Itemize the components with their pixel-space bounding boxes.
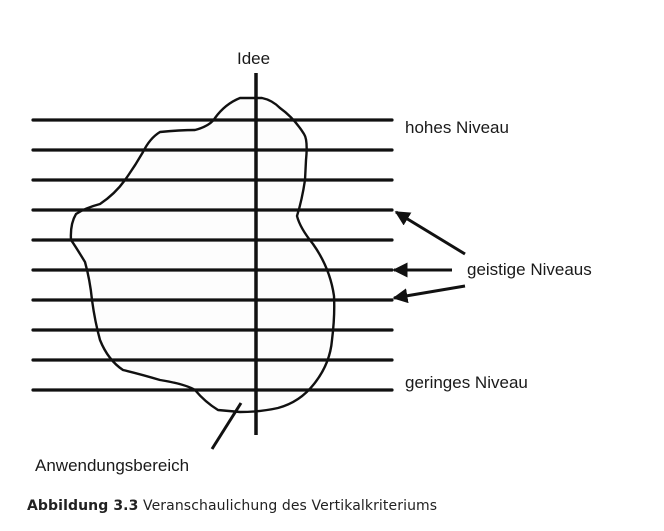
mental-levels-label: geistige Niveaus	[467, 260, 592, 279]
level-lines	[31, 118, 394, 392]
application-area-pointer	[210, 402, 243, 450]
application-area-label: Anwendungsbereich	[35, 456, 190, 475]
arrow-icon	[392, 284, 466, 304]
application-area-shape	[69, 96, 336, 414]
high-level-label: hohes Niveau	[405, 118, 509, 137]
low-level-label: geringes Niveau	[405, 373, 528, 392]
arrow-icon	[394, 210, 466, 256]
figure-caption: Abbildung 3.3 Veranschaulichung des Vert…	[27, 498, 437, 514]
mental-level-arrows	[392, 210, 466, 304]
figure-number: Abbildung 3.3	[27, 498, 139, 514]
figure-title: Veranschaulichung des Vertikalkriteriums	[143, 498, 438, 514]
idea-label: Idee	[237, 49, 271, 68]
